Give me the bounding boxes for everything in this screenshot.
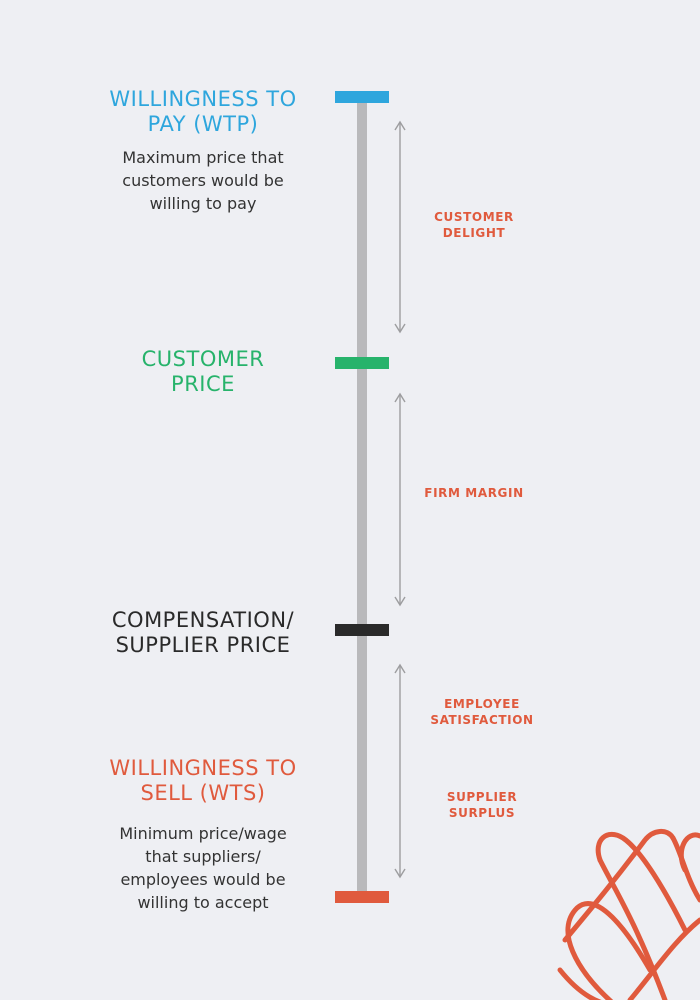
wtp-title-line-1: WILLINGNESS TO: [109, 87, 297, 111]
employee-satisfaction-label: EMPLOYEE SATISFACTION: [416, 696, 548, 728]
wtp-marker: [335, 91, 389, 103]
customer-delight-line-1: CUSTOMER: [434, 210, 514, 224]
wtp-description-line-1: Maximum price that: [122, 148, 284, 167]
customer-price-marker: [335, 357, 389, 369]
firm-margin-label: FIRM MARGIN: [410, 485, 538, 501]
compensation-marker: [335, 624, 389, 636]
customer-delight-line-2: DELIGHT: [442, 226, 506, 240]
wtp-title-line-2: PAY (WTP): [147, 112, 259, 136]
wts-description-line-1: Minimum price/wage: [119, 824, 287, 843]
customer-delight-label: CUSTOMER DELIGHT: [414, 209, 534, 241]
customer-price-title-line-2: PRICE: [171, 372, 235, 396]
compensation-title-line-2: SUPPLIER PRICE: [115, 633, 291, 657]
customer-price-title-line-1: CUSTOMER: [141, 347, 265, 371]
wts-marker: [335, 891, 389, 903]
wts-description-line-4: willing to accept: [137, 893, 269, 912]
wts-title-line-2: SELL (WTS): [140, 781, 266, 805]
firm-margin-line-1: FIRM MARGIN: [424, 486, 524, 500]
wtp-description-line-2: customers would be: [122, 171, 284, 190]
customer-price-title: CUSTOMER PRICE: [103, 347, 303, 397]
supplier-surplus-line-1: SUPPLIER: [446, 790, 518, 804]
employee-satisfaction-line-2: SATISFACTION: [430, 713, 534, 727]
wts-description-line-3: employees would be: [120, 870, 286, 889]
decorative-knot-pattern: [557, 829, 700, 1000]
compensation-title: COMPENSATION/ SUPPLIER PRICE: [98, 608, 308, 658]
wtp-title: WILLINGNESS TO PAY (WTP): [103, 87, 303, 137]
wts-description-line-2: that suppliers/: [145, 847, 261, 866]
wtp-description: Maximum price that customers would be wi…: [103, 146, 303, 215]
employee-satisfaction-line-1: EMPLOYEE: [444, 697, 520, 711]
supplier-surplus-label: SUPPLIER SURPLUS: [422, 789, 542, 821]
supplier-surplus-line-2: SURPLUS: [448, 806, 516, 820]
wts-title-line-1: WILLINGNESS TO: [109, 756, 297, 780]
wts-title: WILLINGNESS TO SELL (WTS): [103, 756, 303, 806]
wtp-description-line-3: willing to pay: [149, 194, 257, 213]
compensation-title-line-1: COMPENSATION/: [111, 608, 295, 632]
wts-description: Minimum price/wage that suppliers/ emplo…: [98, 822, 308, 914]
value-axis-bar: [357, 100, 367, 898]
